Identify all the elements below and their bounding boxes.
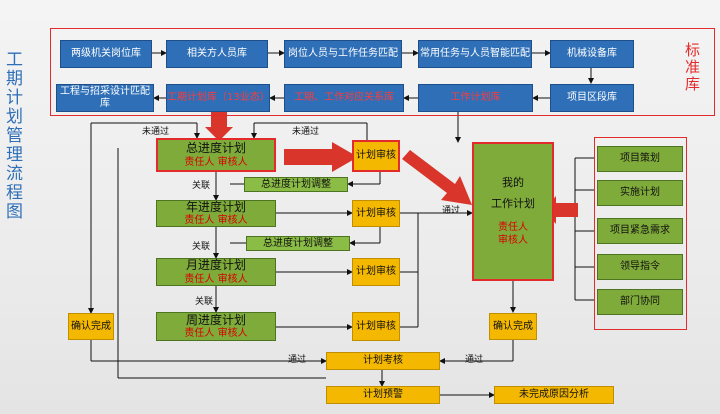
month-plan-title: 月进度计划 — [185, 258, 246, 273]
source-project-planning[interactable]: 项目策划 — [597, 146, 683, 172]
my-work-plan-box[interactable]: 我的 工作计划 责任人 审核人 — [472, 142, 554, 281]
master-plan-title: 总进度计划 — [185, 141, 246, 156]
month-plan-resp: 责任人 审核人 — [184, 273, 248, 285]
my-plan-title-1: 我的 — [502, 175, 524, 189]
design-match-library-box[interactable]: 工程与招采设计匹配库 — [56, 84, 154, 112]
schedule-work-relation-box[interactable]: 工期、工作对应关系库 — [284, 84, 404, 112]
month-plan-box[interactable]: 月进度计划 责任人 审核人 — [156, 258, 276, 286]
project-section-library-box[interactable]: 项目区段库 — [550, 84, 634, 112]
year-plan-resp: 责任人 审核人 — [184, 215, 248, 227]
confirm-left-box[interactable]: 确认完成 — [68, 313, 114, 340]
work-plan-library-box[interactable]: 工作计划库 — [418, 84, 533, 112]
year-plan-box[interactable]: 年进度计划 责任人 审核人 — [156, 200, 276, 227]
sources-frame — [594, 137, 687, 330]
week-review-box[interactable]: 计划审核 — [352, 312, 400, 341]
relate-label-2: 关联 — [192, 242, 211, 252]
week-plan-box[interactable]: 周进度计划 责任人 审核人 — [156, 312, 276, 341]
pass-label-right-bottom: 通过 — [465, 355, 484, 365]
equipment-library-box[interactable]: 机械设备库 — [550, 40, 634, 68]
my-plan-title-2: 工作计划 — [491, 197, 535, 210]
source-dept-collaboration[interactable]: 部门协同 — [597, 289, 683, 315]
master-plan-resp: 责任人 审核人 — [184, 156, 248, 168]
staff-task-match-box[interactable]: 岗位人员与工作任务匹配 — [284, 40, 402, 68]
source-leader-instruction[interactable]: 领导指令 — [597, 254, 683, 280]
schedule-library-box[interactable]: 工期计划库（13业态） — [166, 84, 270, 112]
confirm-right-box[interactable]: 确认完成 — [489, 313, 537, 340]
job-library-box[interactable]: 两级机关岗位库 — [60, 40, 152, 68]
fail-label-right: 未通过 — [292, 127, 320, 137]
plan-warning-box[interactable]: 计划预警 — [326, 386, 440, 404]
incomplete-analysis-box[interactable]: 未完成原因分析 — [494, 386, 614, 404]
month-review-box[interactable]: 计划审核 — [352, 258, 400, 286]
week-plan-resp: 责任人 审核人 — [184, 328, 248, 340]
master-plan-box[interactable]: 总进度计划 责任人 审核人 — [156, 138, 276, 172]
year-review-box[interactable]: 计划审核 — [352, 200, 400, 227]
relate-label-1: 关联 — [192, 181, 211, 191]
smart-match-box[interactable]: 常用任务与人员智能匹配 — [418, 40, 532, 68]
standard-library-label: 标准库 — [683, 42, 701, 93]
master-adjust-box[interactable]: 总进度计划调整 — [244, 177, 348, 192]
relate-label-3: 关联 — [195, 297, 214, 307]
flowchart-title: 工期计划管理流程图 — [2, 50, 22, 221]
fail-label-left: 未通过 — [142, 127, 170, 137]
pass-label-right: 通过 — [442, 206, 461, 216]
week-plan-title: 周进度计划 — [185, 312, 246, 327]
year-adjust-box[interactable]: 总进度计划调整 — [246, 236, 350, 251]
source-implementation-plan[interactable]: 实施计划 — [597, 180, 683, 206]
standard-library-frame — [50, 28, 715, 116]
pass-label-left-bottom: 通过 — [288, 355, 307, 365]
my-plan-resp-1: 责任人 — [498, 222, 528, 234]
year-plan-title: 年进度计划 — [185, 199, 246, 214]
source-urgent-needs[interactable]: 项目紧急需求 — [597, 218, 683, 244]
plan-assessment-box[interactable]: 计划考核 — [326, 352, 440, 370]
stakeholder-library-box[interactable]: 相关方人员库 — [166, 40, 268, 68]
master-review-box[interactable]: 计划审核 — [352, 140, 400, 172]
my-plan-resp-2: 审核人 — [498, 235, 528, 247]
